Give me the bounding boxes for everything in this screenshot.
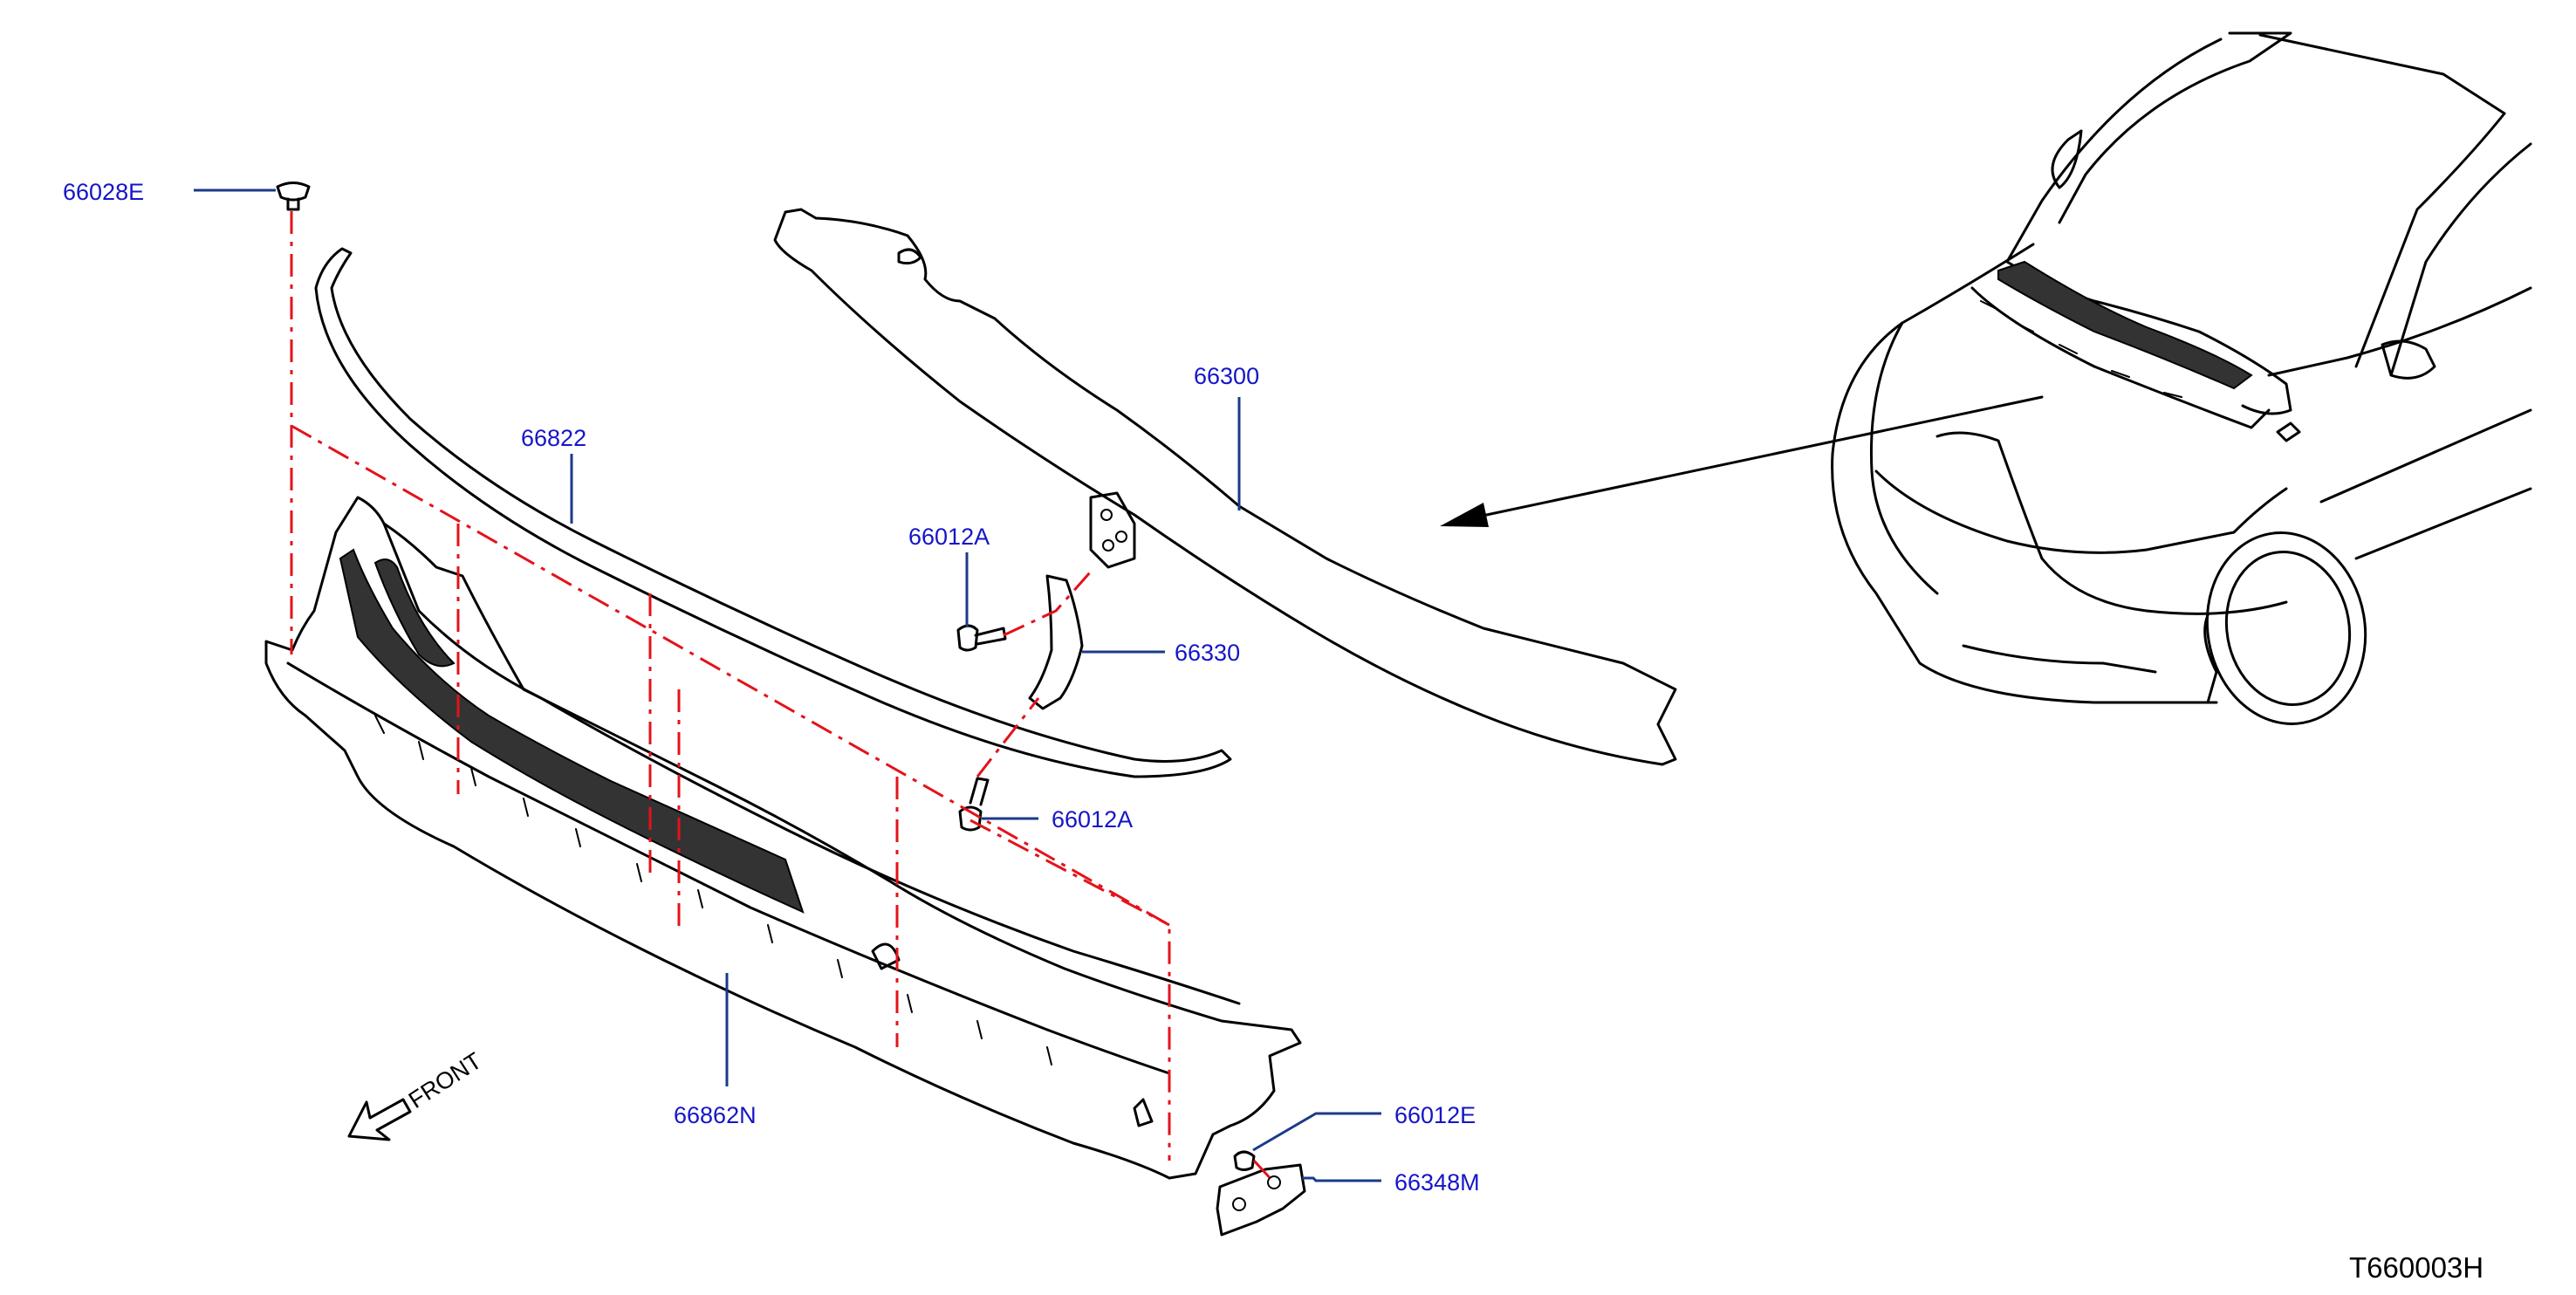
front-indicator: FRONT bbox=[347, 1047, 486, 1141]
leader-line bbox=[1302, 1176, 1381, 1182]
part-66822-seal bbox=[314, 247, 1232, 778]
front-arrow-icon bbox=[347, 1098, 412, 1141]
part-66300-upper-panel bbox=[773, 208, 1677, 766]
vehicle-overview bbox=[1831, 31, 2532, 725]
part-label-66330: 66330 bbox=[1175, 640, 1240, 666]
assembly-line bbox=[1252, 1159, 1276, 1184]
part-label-66822: 66822 bbox=[521, 425, 586, 451]
part-label-66028E: 66028E bbox=[63, 179, 144, 205]
direction-arrow bbox=[1440, 395, 2044, 527]
assembly-line bbox=[1003, 571, 1093, 637]
assembly-lines bbox=[290, 211, 1276, 1184]
front-label: FRONT bbox=[404, 1047, 486, 1113]
part-label-66012A-bottom: 66012A bbox=[1052, 806, 1133, 832]
part-label-66012A-top: 66012A bbox=[908, 524, 990, 550]
leader-lines bbox=[194, 188, 1381, 1182]
assembly-line bbox=[969, 819, 1170, 927]
assembly-line bbox=[291, 424, 1171, 1161]
part-label-66300: 66300 bbox=[1194, 363, 1259, 389]
part-66862N-cowl-cover bbox=[264, 496, 1302, 1180]
diagram-code: T660003H bbox=[2349, 1251, 2484, 1284]
part-label-66348M: 66348M bbox=[1394, 1169, 1480, 1196]
part-label-66012E: 66012E bbox=[1394, 1102, 1476, 1128]
part-66330-bracket bbox=[1028, 574, 1084, 710]
part-label-66862N: 66862N bbox=[674, 1102, 757, 1128]
part-labels: 66028E 66822 66300 66012A 66330 66012A 6… bbox=[63, 179, 1480, 1196]
leader-line bbox=[1252, 1112, 1381, 1152]
assembly-line bbox=[976, 697, 1040, 778]
